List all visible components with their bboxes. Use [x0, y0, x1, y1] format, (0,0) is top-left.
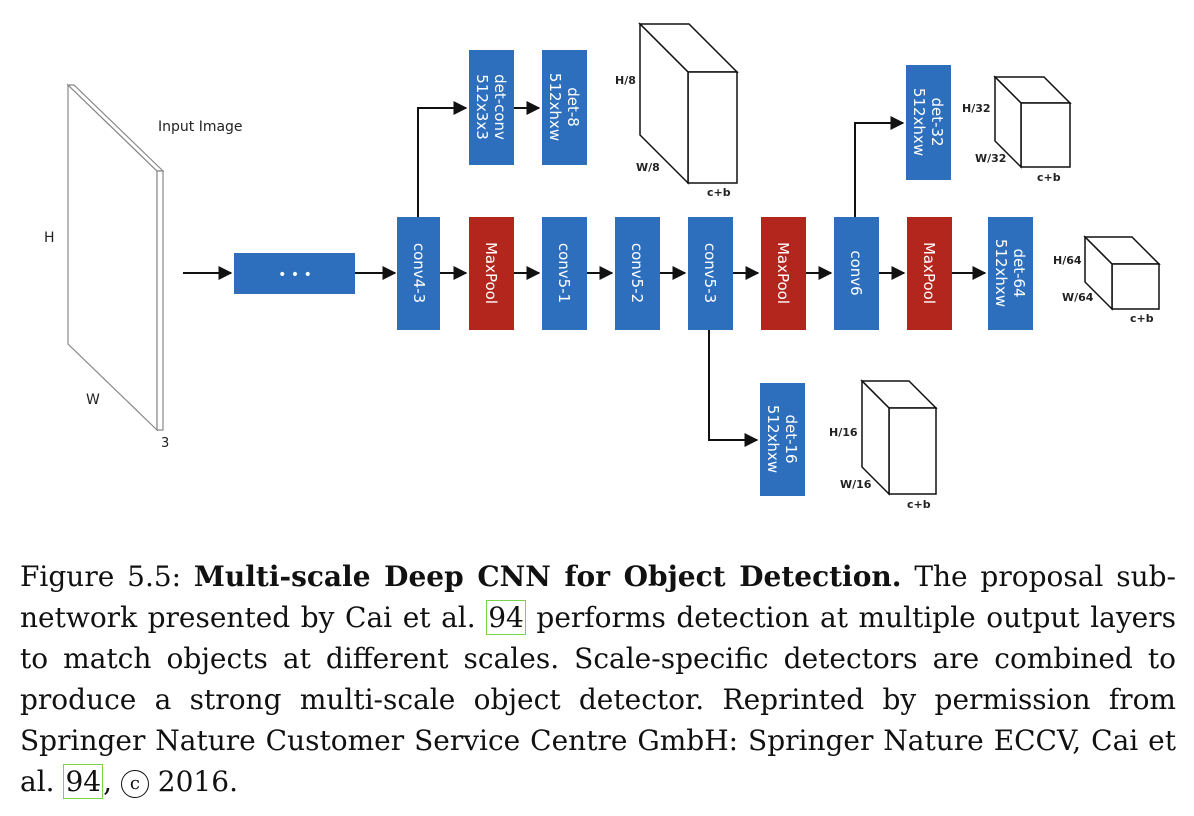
det-8-block: det-8 512xhxw	[542, 50, 587, 165]
maxpool-2-label: MaxPool	[774, 242, 792, 304]
det-16-label: det-16	[782, 414, 800, 463]
output-32-w: W/32	[975, 152, 1006, 165]
det-64-label: det-64	[1010, 248, 1028, 297]
det-16-shape: 512xhxw	[764, 405, 782, 473]
conv4-3-label: conv4-3	[410, 243, 428, 303]
det-conv-block: det-conv 512x3x3	[469, 50, 514, 165]
maxpool-1-block: MaxPool	[469, 217, 514, 330]
output-16-h: H/16	[829, 426, 858, 439]
network-diagram: Input Image H W 3 • • • conv4-3 MaxPool …	[44, 22, 1161, 511]
connectors	[183, 101, 987, 447]
ellipsis-block	[234, 253, 355, 294]
caption-year: 2016.	[148, 765, 238, 798]
citation-link-1[interactable]: 94	[486, 600, 526, 635]
output-64-c: c+b	[1130, 312, 1154, 325]
arrow-conv43-detconv	[417, 101, 468, 217]
arrow-conv53-det16	[708, 330, 759, 447]
det-64-block: det-64 512xhxw	[988, 217, 1033, 330]
maxpool-2-block: MaxPool	[761, 217, 806, 330]
copyright-icon: c	[120, 770, 149, 798]
input-image-label: Input Image	[158, 119, 243, 135]
conv5-3-label: conv5-3	[701, 243, 719, 303]
output-64-h: H/64	[1053, 254, 1082, 267]
output-cuboid-8	[638, 22, 739, 185]
conv5-1-block: conv5-1	[542, 217, 587, 330]
dim-h-label: H	[44, 230, 55, 246]
output-cuboid-16	[860, 379, 938, 496]
output-16-c: c+b	[907, 498, 931, 511]
output-64-w: W/64	[1062, 291, 1094, 304]
det-32-shape: 512xhxw	[910, 88, 928, 156]
conv4-3-block: conv4-3	[397, 217, 440, 330]
caption-text-3: ,	[103, 765, 121, 798]
figure-caption: Figure 5.5: Multi-scale Deep CNN for Obj…	[20, 556, 1176, 802]
dim-c-label: 3	[161, 436, 169, 451]
caption-prefix: Figure 5.5:	[20, 560, 194, 593]
det-64-shape: 512xhxw	[992, 239, 1010, 307]
det-32-block: det-32 512xhxw	[906, 65, 951, 180]
output-8-w: W/8	[636, 161, 660, 174]
det-conv-shape: 512x3x3	[473, 74, 491, 139]
dim-w-label: W	[86, 392, 100, 408]
conv5-3-block: conv5-3	[688, 217, 733, 330]
caption-text-2: performs detection at multiple output la…	[20, 601, 1177, 798]
conv6-label: conv6	[847, 250, 865, 295]
output-8-h: H/8	[615, 74, 636, 87]
output-32-c: c+b	[1037, 171, 1061, 184]
maxpool-3-block: MaxPool	[907, 217, 952, 330]
output-cuboid-64	[1083, 235, 1161, 311]
conv5-2-block: conv5-2	[615, 217, 660, 330]
output-16-w: W/16	[840, 478, 872, 491]
output-cuboid-32	[993, 75, 1072, 169]
det-conv-label: det-conv	[491, 74, 509, 140]
conv5-1-label: conv5-1	[555, 243, 573, 303]
maxpool-3-label: MaxPool	[920, 242, 938, 304]
det-8-label: det-8	[564, 87, 582, 127]
det-32-label: det-32	[928, 97, 946, 146]
det-8-shape: 512xhxw	[546, 73, 564, 141]
ellipsis-dots: • • •	[278, 267, 312, 283]
caption-text-1: The proposal sub-network presented by Ca…	[20, 560, 1177, 634]
output-8-c: c+b	[707, 186, 731, 199]
conv5-2-label: conv5-2	[628, 243, 646, 303]
caption-title: Multi-scale Deep CNN for Object Detectio…	[193, 560, 902, 593]
det-16-block: det-16 512xhxw	[760, 383, 805, 496]
input-image-slab	[66, 83, 165, 432]
output-32-h: H/32	[962, 102, 991, 115]
arrow-conv6-det32	[854, 116, 905, 217]
maxpool-1-label: MaxPool	[482, 242, 500, 304]
conv6-block: conv6	[834, 217, 879, 330]
citation-link-2[interactable]: 94	[63, 764, 104, 799]
